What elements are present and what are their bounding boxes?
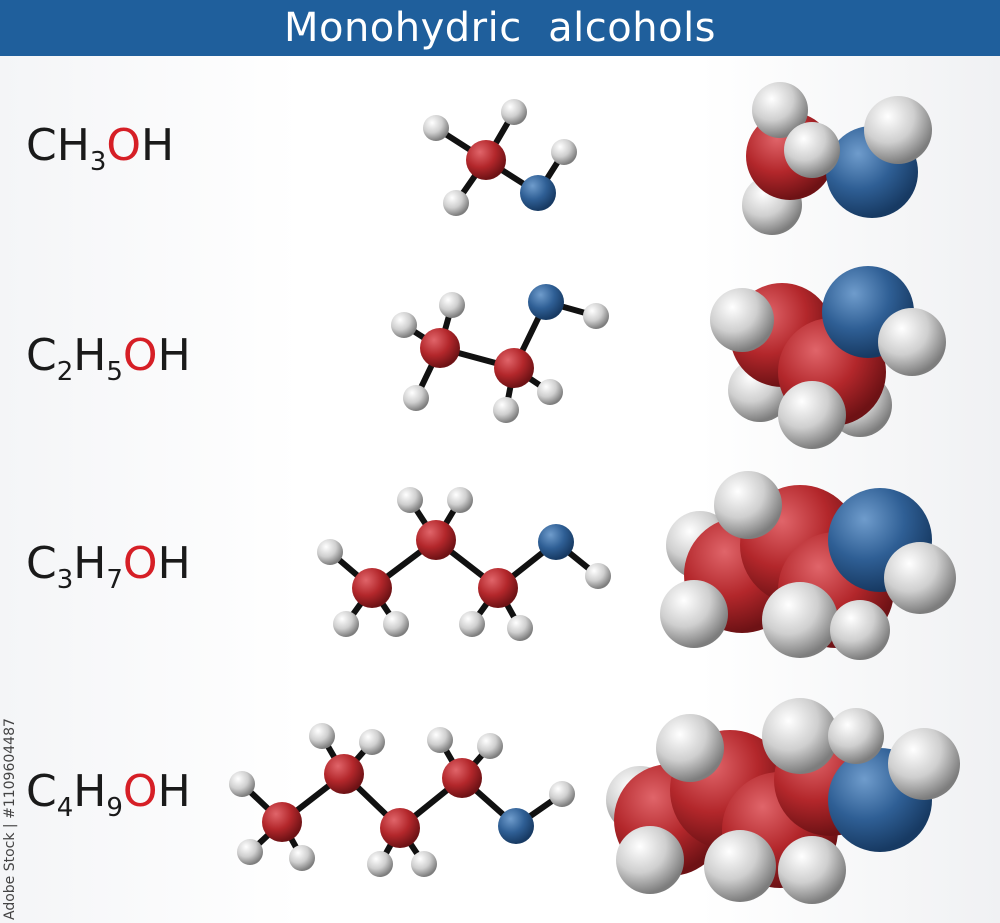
space-fill-propanol [660,471,956,660]
formula-subscript: 5 [106,357,123,387]
formula-subscript: 2 [56,357,74,387]
formula-subscript: 3 [89,147,107,177]
formula-element: H [141,120,175,171]
formula-element: H [73,538,107,589]
formula-element: H [157,330,191,381]
formula-methanol: CH3OH [26,120,174,177]
space-fill-methanol [742,82,932,235]
formula-element: H [157,538,191,589]
formula-element: CH [26,120,90,171]
formula-oxygen: O [106,120,141,171]
carbon-atom [466,140,506,180]
title-banner: Monohydric alcohols [0,0,1000,56]
formula-butanol: C4H9OH [26,766,191,823]
oxygen-atom [520,175,556,211]
formula-element: H [157,766,191,817]
ball-stick-propanol [317,487,611,641]
space-fill-ethanol [710,266,946,449]
page-title: Monohydric alcohols [283,5,717,51]
formula-subscript: 7 [106,565,123,595]
formula-oxygen: O [122,766,158,817]
formula-subscript: 9 [106,793,123,823]
formula-oxygen: O [122,538,158,589]
hydrogen-atom [501,99,527,125]
formula-element: C [26,330,57,381]
hydrogen-atom [443,190,469,216]
space-fill-butanol [606,698,960,904]
formula-propanol: C3H7OH [26,538,191,595]
hydrogen-atom [423,115,449,141]
ball-stick-methanol [423,99,577,216]
formula-element: H [73,766,107,817]
formula-subscript: 4 [56,793,74,823]
stock-credit: Adobe Stock | #1109604487 [2,718,18,920]
formula-subscript: 3 [56,565,74,595]
formula-element: C [26,538,57,589]
hydrogen-atom [551,139,577,165]
ball-stick-ethanol [391,284,609,423]
formula-oxygen: O [122,330,158,381]
formula-element: H [73,330,107,381]
ball-stick-butanol [229,723,575,877]
formula-element: C [26,766,57,817]
formula-ethanol: C2H5OH [26,330,191,387]
